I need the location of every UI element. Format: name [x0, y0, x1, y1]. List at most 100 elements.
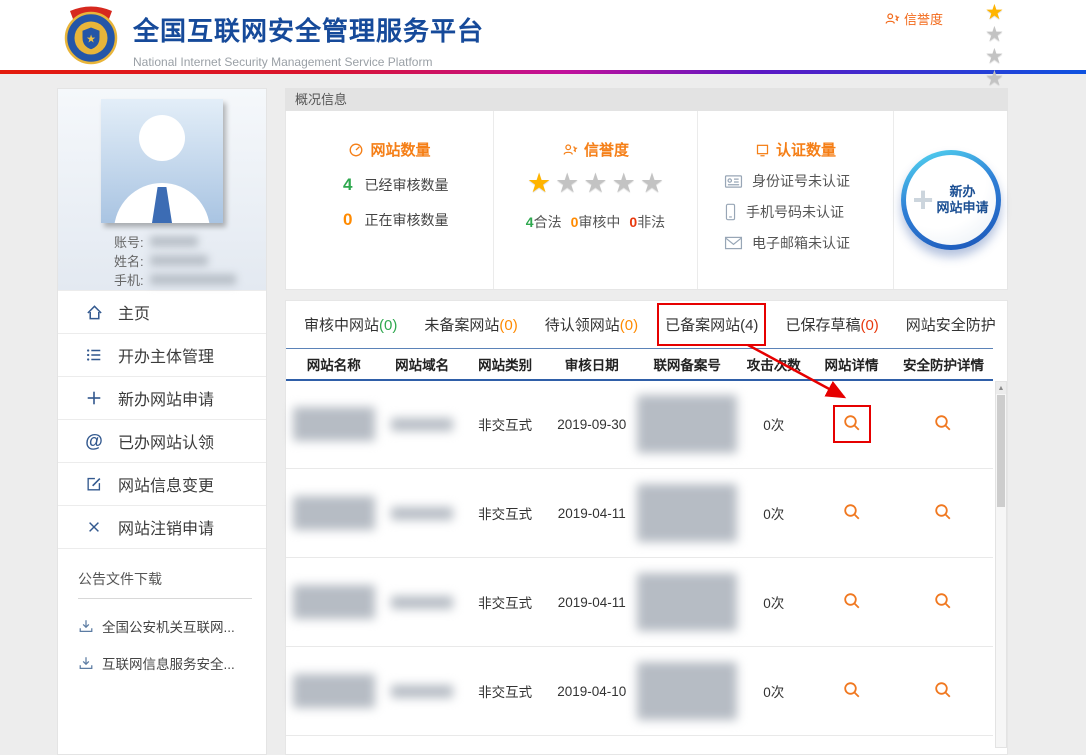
page-title: 全国互联网安全管理服务平台: [133, 16, 485, 46]
id-card-icon: [724, 174, 743, 188]
star-empty-icon: ★: [985, 23, 1004, 46]
tab-bar: 审核中网站(0) 未备案网站(0) 待认领网站(0) 已备案网站(4) 已保存草…: [286, 301, 1007, 348]
download-item-public-security[interactable]: 全国公安机关互联网...: [78, 616, 252, 636]
profile-account-row: 账号:: [114, 232, 266, 251]
avatar-tie: [152, 187, 172, 223]
reputation-icon: [563, 143, 578, 155]
tab-saved-drafts[interactable]: 已保存草稿(0): [785, 317, 879, 334]
site-details-magnifier-icon[interactable]: [842, 413, 862, 433]
col-record-number: 联网备案号: [635, 348, 739, 381]
sidebar-item-label: 开办主体管理: [118, 349, 215, 366]
auditing-count-value: 0: [343, 210, 353, 229]
col-attack-count: 攻击次数: [738, 348, 810, 381]
site-count-title: 网站数量: [370, 142, 431, 159]
sidebar-item-label: 网站信息变更: [118, 478, 215, 495]
sidebar-item-label: 网站注销申请: [118, 521, 215, 538]
sidebar-item-site-claim[interactable]: @ 已办网站认领: [58, 420, 266, 463]
security-details-magnifier-icon[interactable]: [933, 502, 953, 522]
sidebar-item-entity-management[interactable]: 开办主体管理: [58, 334, 266, 377]
header-gradient-divider: [0, 70, 1086, 74]
col-site-type: 网站类别: [462, 348, 548, 381]
site-count-header: 网站数量: [286, 139, 493, 160]
audit-date-cell: 2019-04-11: [547, 468, 636, 558]
phone-icon: [725, 203, 736, 221]
main-panel: 概况信息 网站数量 4 已经审核数量 0 正在审核数量: [285, 88, 1008, 755]
download-item-info-service[interactable]: 互联网信息服务安全...: [78, 653, 252, 673]
table-header-row: 网站名称 网站域名 网站类别 审核日期 联网备案号 攻击次数 网站详情 安全防护…: [286, 348, 993, 381]
account-label: 账号:: [114, 235, 144, 250]
redacted-site-domain: [391, 595, 454, 609]
audited-count-label: 已经审核数量: [364, 177, 449, 193]
plus-icon: +: [912, 179, 934, 220]
auditing-count-label: 正在审核数量: [364, 212, 449, 228]
audited-count-row: 4 已经审核数量: [286, 175, 493, 195]
redacted-phone-value: [149, 274, 236, 285]
certification-card: 认证数量 身份证号未认证 手机号码未认证 电子邮箱未认证: [698, 111, 894, 289]
scrollbar-thumb[interactable]: [997, 395, 1005, 507]
table-scrollbar[interactable]: ▲: [995, 381, 1007, 748]
tab-unclaimed-sites[interactable]: 待认领网站(0): [544, 317, 639, 334]
sidebar-item-home[interactable]: 主页: [58, 291, 266, 334]
new-site-application-button[interactable]: + 新办 网站申请: [900, 150, 1001, 250]
attack-count-cell: 0次: [738, 557, 810, 647]
site-type-cell: 非交互式: [462, 646, 548, 736]
id-cert-row: 身份证号未认证: [698, 171, 893, 191]
legend-auditing: 0审核中: [570, 214, 621, 230]
sidebar-menu: 主页 开办主体管理 新办网站申请 @ 已办网站认领: [58, 290, 266, 549]
redacted-site-name: [292, 674, 375, 708]
reputation-icon: [885, 12, 900, 24]
avatar-head: [139, 115, 185, 161]
id-cert-label: 身份证号未认证: [752, 173, 850, 189]
site-table: 网站名称 网站域名 网站类别 审核日期 联网备案号 攻击次数 网站详情 安全防护…: [286, 348, 993, 736]
tab-auditing-sites[interactable]: 审核中网站(0): [304, 317, 398, 334]
sidebar-item-site-cancellation[interactable]: 网站注销申请: [58, 506, 266, 549]
redacted-site-name: [292, 496, 375, 530]
redacted-record-number: [637, 573, 738, 631]
new-site-button-area: + 新办 网站申请: [894, 111, 1007, 289]
attack-count-cell: 0次: [738, 379, 810, 469]
list-icon: [84, 346, 104, 364]
reputation-legend: 4合法 0审核中 0非法: [494, 212, 697, 232]
header: ★ 全国互联网安全管理服务平台 National Internet Securi…: [0, 0, 1086, 70]
name-label: 姓名:: [114, 254, 144, 269]
reputation-label: 信誉度: [904, 12, 944, 27]
scrollbar-up-arrow-icon[interactable]: ▲: [996, 382, 1006, 394]
audit-date-cell: 2019-04-11: [547, 557, 636, 647]
email-cert-label: 电子邮箱未认证: [752, 235, 850, 251]
reputation-card-title: 信誉度: [583, 142, 629, 159]
redacted-record-number: [637, 484, 738, 542]
site-type-cell: 非交互式: [462, 468, 548, 558]
sidebar-item-site-info-change[interactable]: 网站信息变更: [58, 463, 266, 506]
tab-site-security-protection[interactable]: 网站安全防护: [905, 317, 996, 334]
site-details-magnifier-icon[interactable]: [842, 591, 862, 611]
reputation-star-column: ★ ★ ★ ★: [985, 2, 1004, 90]
edit-icon: [84, 475, 104, 493]
site-details-magnifier-icon[interactable]: [842, 502, 862, 522]
sidebar: 账号: 姓名: 手机: 主页: [57, 88, 267, 755]
plus-icon: [84, 389, 104, 407]
site-list-panel: 审核中网站(0) 未备案网站(0) 待认领网站(0) 已备案网站(4) 已保存草…: [285, 300, 1008, 755]
site-details-magnifier-icon[interactable]: [842, 680, 862, 700]
sidebar-item-new-site-application[interactable]: 新办网站申请: [58, 377, 266, 420]
new-site-button-label: 新办 网站申请: [936, 184, 989, 215]
security-details-magnifier-icon[interactable]: [933, 413, 953, 433]
redacted-record-number: [637, 395, 738, 454]
site-table-wrapper: 网站名称 网站域名 网站类别 审核日期 联网备案号 攻击次数 网站详情 安全防护…: [286, 348, 1007, 754]
tab-unfiled-sites[interactable]: 未备案网站(0): [424, 317, 518, 334]
download-item-label: 全国公安机关互联网...: [102, 620, 235, 635]
security-details-magnifier-icon[interactable]: [933, 591, 953, 611]
star-empty-icon: ★: [555, 168, 580, 198]
download-icon: [79, 620, 93, 632]
auditing-count-row: 0 正在审核数量: [286, 210, 493, 230]
redacted-site-domain: [391, 417, 454, 431]
audit-date-cell: 2019-09-30: [547, 379, 636, 469]
attack-count-cell: 0次: [738, 468, 810, 558]
profile-panel: 账号: 姓名: 手机:: [58, 89, 266, 290]
security-details-magnifier-icon[interactable]: [933, 680, 953, 700]
phone-cert-row: 手机号码未认证: [698, 202, 893, 222]
home-icon: [84, 303, 104, 322]
downloads-title: 公告文件下载: [78, 569, 252, 599]
tab-filed-sites[interactable]: 已备案网站(4): [657, 303, 767, 346]
profile-fields: 账号: 姓名: 手机:: [58, 223, 266, 289]
